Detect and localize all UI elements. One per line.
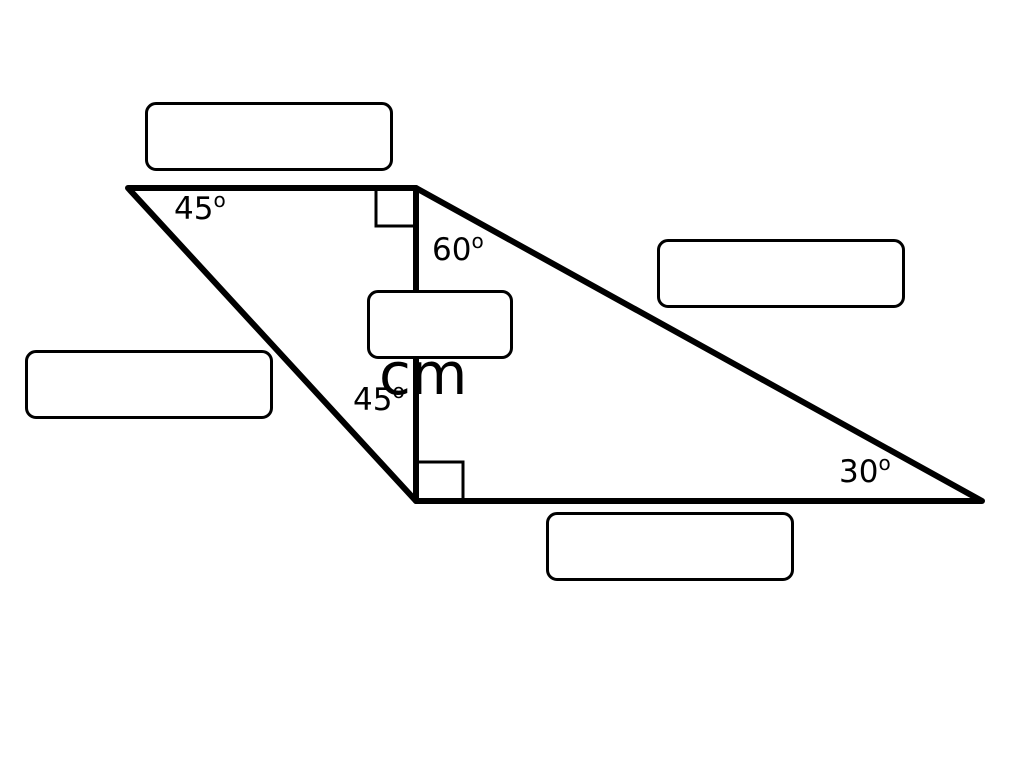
answer-box-hypotenuse[interactable] (657, 239, 905, 308)
answer-box-left[interactable] (25, 350, 273, 419)
right-angle-marker-top (374, 188, 416, 228)
answer-box-top-left[interactable] (145, 102, 393, 171)
angle-label-top-left: 45o (174, 188, 226, 227)
answer-box-bottom[interactable] (546, 512, 794, 581)
right-angle-marker-bottom (416, 460, 465, 501)
answer-box-shared-side[interactable] (367, 290, 513, 359)
angle-label-top-right-triangle: 60o (432, 229, 484, 268)
angle-label-bottom-right: 30o (839, 451, 891, 490)
angle-label-middle-left: 45o (353, 379, 405, 418)
